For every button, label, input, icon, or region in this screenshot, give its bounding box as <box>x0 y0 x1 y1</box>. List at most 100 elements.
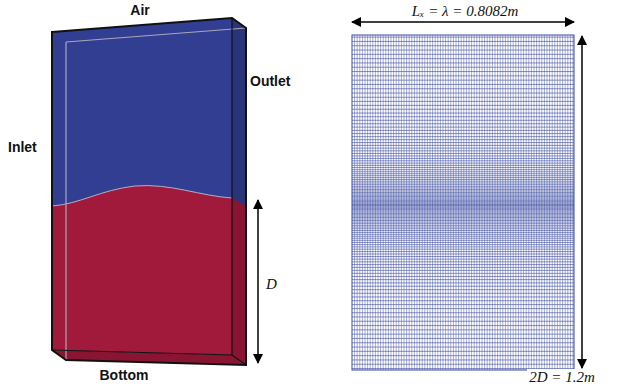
water-region <box>52 186 232 355</box>
mesh-line <box>352 228 574 229</box>
dimension-label: Lₓ = λ = 0.8082m <box>410 3 520 20</box>
boundary-label: Bottom <box>100 368 149 383</box>
mesh-line <box>352 321 574 322</box>
mesh-line <box>352 145 574 146</box>
mesh-line <box>352 210 574 211</box>
mesh-line <box>352 187 574 188</box>
mesh-line <box>352 279 574 280</box>
mesh-line <box>352 101 574 102</box>
mesh-line <box>352 190 574 191</box>
mesh-line <box>352 165 574 166</box>
mesh-line <box>352 240 574 241</box>
mesh-line <box>352 304 574 305</box>
mesh-line <box>352 223 574 224</box>
mesh-line <box>352 329 574 330</box>
mesh-line <box>352 244 574 245</box>
mesh-line <box>352 192 574 193</box>
mesh-line <box>352 338 574 339</box>
mesh-line <box>352 264 574 265</box>
mesh-line <box>352 216 574 217</box>
mesh-line <box>352 308 574 309</box>
mesh-line <box>352 67 574 68</box>
mesh-grid <box>352 35 574 370</box>
mesh-line <box>352 148 574 149</box>
mesh-line <box>352 208 574 209</box>
mesh-line <box>352 205 574 206</box>
mesh-line <box>352 351 574 352</box>
mesh-line <box>352 234 574 235</box>
mesh-line <box>352 41 574 42</box>
mesh-frame <box>352 35 574 370</box>
tank-edge <box>232 355 246 365</box>
mesh-line <box>352 120 574 121</box>
mesh-line <box>352 127 574 128</box>
mesh-line <box>352 75 574 76</box>
mesh-line <box>352 177 574 178</box>
dimension-label: 2D = 1.2m <box>527 369 597 386</box>
mesh-line <box>352 254 574 255</box>
mesh-line <box>352 202 574 203</box>
mesh-line <box>352 334 574 335</box>
mesh-line <box>352 184 574 185</box>
mesh-line <box>352 109 574 110</box>
mesh-line <box>352 84 574 85</box>
mesh-line <box>352 209 574 210</box>
mesh-line <box>352 206 574 207</box>
mesh-line <box>352 273 574 274</box>
boundary-label: Outlet <box>250 74 290 89</box>
mesh-line <box>352 227 574 228</box>
mesh-line <box>352 150 574 151</box>
side-face <box>232 18 246 365</box>
mesh-line <box>352 249 574 250</box>
mesh-line <box>352 230 574 231</box>
air-region <box>52 18 232 355</box>
mesh-line <box>352 325 574 326</box>
dimension-label: D <box>266 276 277 293</box>
mesh-line <box>352 212 574 213</box>
depth-dimension <box>257 200 259 363</box>
tank-outline <box>52 18 246 365</box>
mesh-line <box>352 207 574 208</box>
mesh-line <box>352 200 574 201</box>
mesh-line <box>352 222 574 223</box>
mesh-line <box>352 312 574 313</box>
mesh-line <box>352 267 574 268</box>
side-water <box>232 198 246 365</box>
mesh-line <box>352 199 574 200</box>
mesh-line <box>352 171 574 172</box>
mesh-line <box>352 136 574 137</box>
boundary-label: Inlet <box>8 140 37 155</box>
mesh-line <box>352 50 574 51</box>
mesh-line <box>352 181 574 182</box>
length-dimension <box>352 21 574 23</box>
mesh-line <box>352 62 574 63</box>
mesh-line <box>352 113 574 114</box>
mesh-line <box>352 276 574 277</box>
mesh-line <box>352 169 574 170</box>
mesh-line <box>352 158 574 159</box>
mesh-line <box>352 251 574 252</box>
mesh-line <box>352 364 574 365</box>
free-surface <box>52 186 232 206</box>
mesh-line <box>352 300 574 301</box>
mesh-line <box>352 163 574 164</box>
mesh-line <box>352 160 574 161</box>
mesh-line <box>352 213 574 214</box>
mesh-line <box>352 93 574 94</box>
mesh-line <box>352 71 574 72</box>
mesh-line <box>352 270 574 271</box>
mesh-line <box>352 238 574 239</box>
mesh-line <box>352 196 574 197</box>
mesh-line <box>352 54 574 55</box>
mesh-line <box>352 201 574 202</box>
mesh-line <box>352 347 574 348</box>
mesh-line <box>352 37 574 38</box>
mesh-line <box>352 293 574 294</box>
mesh-line <box>352 97 574 98</box>
mesh-line <box>352 142 574 143</box>
mesh-line <box>352 219 574 220</box>
mesh-line <box>352 225 574 226</box>
mesh-line <box>352 179 574 180</box>
mesh-line <box>352 205 574 206</box>
